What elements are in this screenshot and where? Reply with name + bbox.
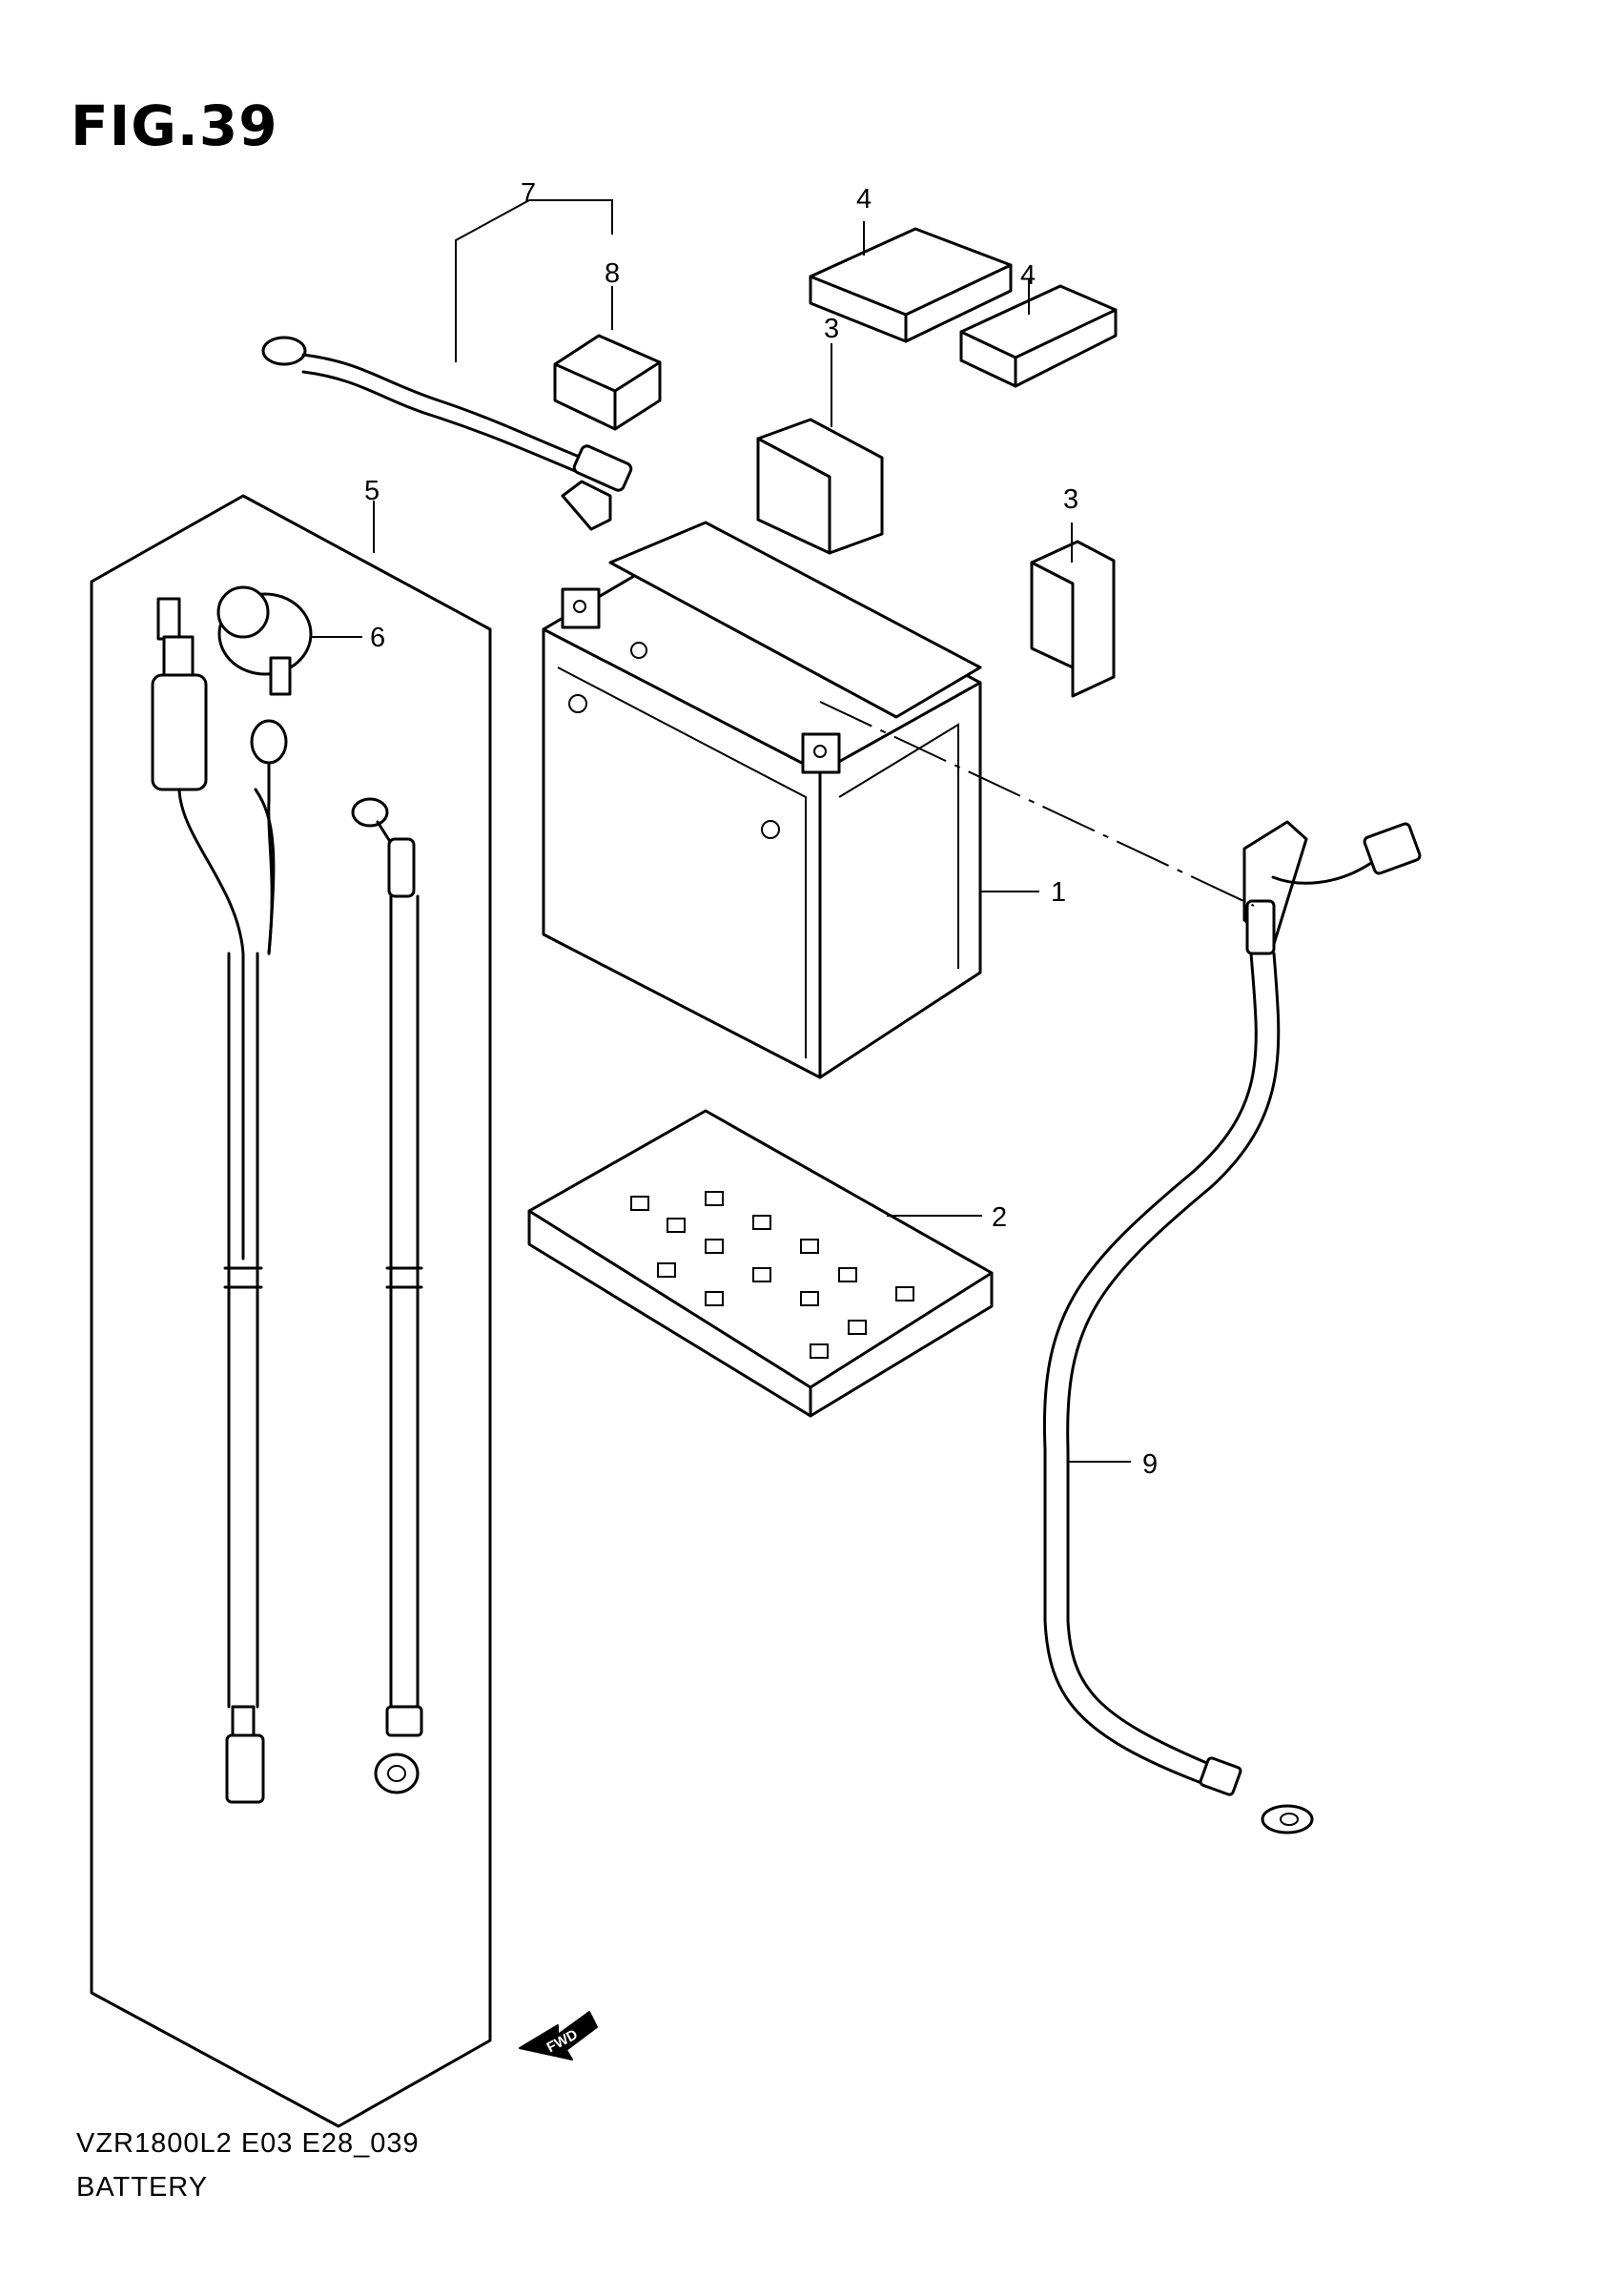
pad-4a	[809, 221, 1013, 343]
wire-harness-5	[151, 597, 288, 1804]
fwd-arrow-icon: FWD	[519, 2011, 598, 2060]
figure-name: BATTERY	[76, 2172, 209, 2203]
callout-2: 2	[992, 1202, 1007, 1233]
dashed-leader	[819, 701, 1255, 907]
callout-3b: 3	[1063, 484, 1078, 515]
kit-panel-5	[90, 494, 492, 2128]
callout-9: 9	[1142, 1449, 1158, 1480]
callout-5: 5	[364, 476, 380, 506]
model-code: VZR1800L2 E03 E28_039	[76, 2128, 420, 2159]
bracket-3b	[1030, 523, 1116, 698]
battery-1	[542, 521, 1039, 1079]
bracket-3a	[756, 343, 884, 555]
battery-tray-2	[527, 1109, 994, 1418]
figure-title: FIG.39	[71, 93, 278, 158]
terminal-cover-8	[553, 286, 662, 431]
callout-6: 6	[370, 623, 385, 653]
callout-7: 7	[521, 178, 536, 209]
callout-8: 8	[605, 258, 620, 289]
ground-cable-5	[351, 797, 423, 1794]
terminal-cap-6	[216, 585, 362, 696]
callout-3a: 3	[824, 314, 839, 344]
callout-1: 1	[1051, 877, 1066, 908]
pad-4b	[959, 279, 1118, 388]
positive-cable-7	[261, 199, 633, 531]
callout-4a: 4	[856, 184, 872, 215]
negative-cable-9	[1042, 820, 1422, 1835]
callout-4b: 4	[1020, 260, 1036, 291]
